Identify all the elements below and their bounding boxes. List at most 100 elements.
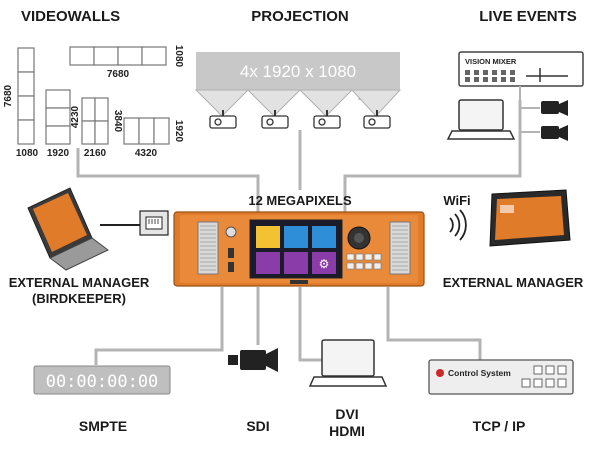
control-button — [521, 378, 531, 388]
control-button — [533, 365, 543, 375]
keypad-button — [373, 262, 382, 270]
timecode-panel — [33, 365, 171, 395]
keypad-button — [364, 262, 373, 270]
dvi-connection — [298, 287, 330, 362]
ethernet-port-icon — [139, 210, 169, 236]
projection-beam — [298, 89, 354, 117]
videowall-panel — [94, 97, 109, 122]
projector-lens-icon — [214, 118, 222, 126]
vision-mixer: VISION MIXER — [458, 51, 584, 87]
external-manager-left-label: EXTERNAL MANAGER — [9, 275, 150, 290]
device-badge — [290, 280, 308, 284]
videowall-dimension-labels: 1080 7680 7680 1080 4230 1920 3840 2160 … — [3, 45, 184, 159]
mixer-button — [465, 77, 470, 82]
dim-1920-bottom: 1920 — [47, 148, 70, 159]
vent-slots — [200, 225, 216, 271]
videowall-panel — [17, 119, 35, 145]
projection-beam — [350, 89, 402, 117]
projector-lens-icon — [266, 118, 274, 126]
smpte-timecode-display: 00:00:00:00 — [33, 365, 171, 395]
mixer-button — [510, 70, 515, 75]
dim-4320: 4320 — [135, 148, 158, 159]
videowall-connection — [76, 148, 260, 212]
projector-icon — [363, 115, 391, 129]
hdmi-label: HDMI — [329, 423, 365, 439]
screen-tile — [256, 252, 280, 274]
keypad-button — [355, 262, 364, 270]
mixer-button — [474, 77, 479, 82]
mixer-button — [465, 70, 470, 75]
control-system-device: Control System — [428, 359, 574, 395]
camera-icon — [541, 100, 568, 141]
keypad-button — [373, 253, 382, 261]
wifi-icon — [449, 209, 467, 241]
screen-tile — [284, 252, 308, 274]
mixer-button — [510, 77, 515, 82]
videowall-panel — [17, 71, 35, 97]
sdi-camera-icon — [228, 348, 278, 372]
projector-icon — [261, 115, 289, 129]
vision-mixer-label: VISION MIXER — [465, 57, 517, 66]
keypad-button — [346, 262, 355, 270]
tcp-ip-label: TCP / IP — [473, 418, 526, 434]
live-events-laptop-icon — [446, 99, 516, 140]
videowall-panel — [17, 47, 35, 73]
screen-tile — [312, 226, 336, 248]
mixer-button — [483, 77, 488, 82]
videowall-panel — [45, 89, 71, 109]
projector-lens-icon — [368, 118, 376, 126]
projection-beam — [194, 89, 250, 117]
megapixels-heading: 12 MEGAPIXELS — [248, 193, 352, 208]
videowall-panel — [81, 120, 96, 145]
projection-resolution: 4x 1920 x 1080 — [240, 62, 356, 81]
keypad-button — [346, 253, 355, 261]
projection-banner — [196, 52, 400, 90]
videowall-panel — [17, 95, 35, 121]
screen-gear-icon: ⚙ — [319, 257, 330, 271]
right-vent — [389, 221, 411, 275]
screen-tile — [312, 252, 336, 274]
projector-lens-icon — [318, 118, 326, 126]
mixer-button — [492, 77, 497, 82]
screen-tile — [256, 226, 280, 248]
control-button — [557, 378, 567, 388]
control-system-label: Control System — [448, 368, 511, 378]
timecode-value: 00:00:00:00 — [46, 372, 159, 392]
power-button-icon — [225, 226, 237, 238]
videowall-panel — [117, 46, 143, 66]
dvi-label: DVI — [335, 406, 358, 422]
dim-3840: 3840 — [112, 110, 123, 133]
keypad-button — [355, 253, 364, 261]
camera-links-h — [520, 107, 540, 133]
tcp-connection — [386, 287, 482, 360]
projector-icon — [209, 115, 237, 129]
mixer-button — [483, 70, 488, 75]
dim-7680-horizontal: 7680 — [107, 69, 130, 80]
usb-port-icon — [228, 248, 234, 258]
birdkeeper-laptop-icon — [27, 187, 109, 271]
status-led-icon — [436, 369, 444, 377]
dim-1080-vertical: 1080 — [173, 45, 184, 68]
videowall-panel — [138, 117, 155, 145]
dvi-laptop-icon — [308, 339, 388, 387]
videowalls-heading: VIDEOWALLS — [21, 8, 120, 25]
mixer-button — [501, 77, 506, 82]
joystick-cap — [354, 233, 364, 243]
left-vent — [197, 221, 219, 275]
usb-port-icon — [228, 262, 234, 272]
smpte-connection — [94, 287, 224, 365]
keypad-button — [364, 253, 373, 261]
projection-beam — [246, 89, 302, 117]
videowall-panel — [93, 46, 119, 66]
projection-group: 4x 1920 x 1080 — [194, 52, 402, 129]
videowall-panel — [94, 120, 109, 145]
screen-tile — [284, 226, 308, 248]
projector-mounts — [222, 110, 378, 116]
live-events-heading: LIVE EVENTS — [479, 8, 577, 25]
videowall-group — [17, 46, 170, 145]
videowall-panel — [69, 46, 95, 66]
dim-1080-bottom: 1080 — [16, 148, 39, 159]
control-button — [533, 378, 543, 388]
